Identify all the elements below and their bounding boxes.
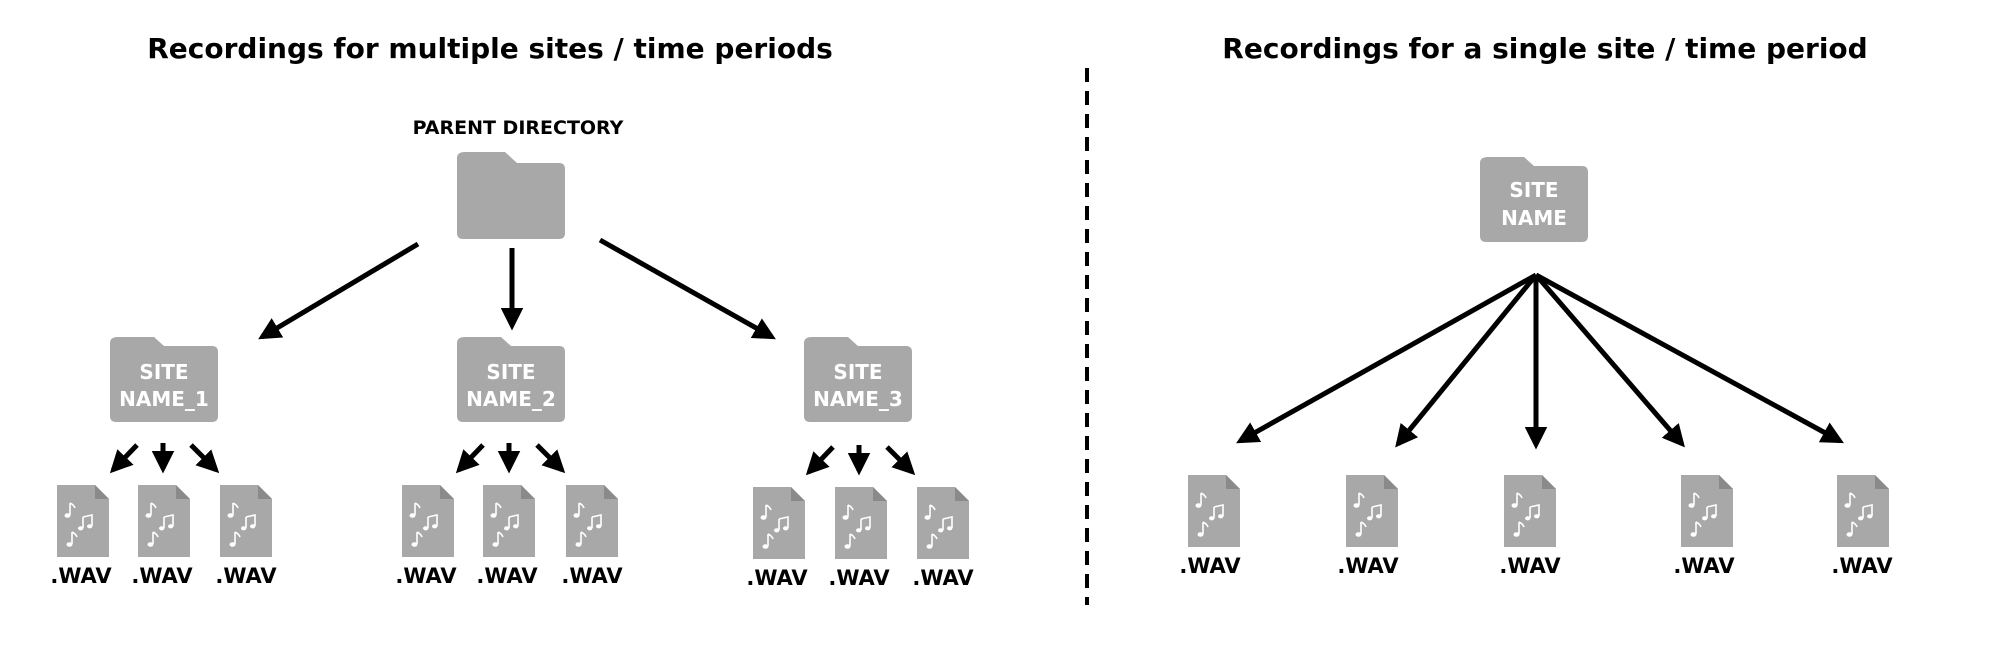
site-folder-icon: SITE NAME_2	[457, 337, 565, 422]
audio-file-icon	[753, 487, 805, 559]
audio-file-icon	[483, 485, 535, 557]
wav-file-label: .WAV	[828, 566, 890, 590]
audio-file-icon	[1346, 475, 1398, 547]
arrow-icon	[189, 443, 220, 474]
audio-file-icon	[1837, 475, 1889, 547]
arrow-icon	[1236, 272, 1538, 444]
right-panel-title: Recordings for a single site / time peri…	[1222, 32, 1867, 65]
arrow-icon	[109, 443, 139, 474]
audio-file-icon	[57, 485, 109, 557]
site-folder-label-line1: SITE	[139, 360, 188, 384]
arrow-icon	[1534, 273, 1685, 448]
site-folder-label-line2: NAME_3	[813, 387, 903, 411]
site-folder-label-line2: NAME_1	[119, 387, 209, 411]
audio-file-icon	[1681, 475, 1733, 547]
parent-folder-icon	[457, 152, 565, 239]
audio-file-icon	[138, 485, 190, 557]
site-folder-icon: SITE NAME_3	[804, 337, 912, 422]
wav-file-label: .WAV	[1499, 554, 1561, 578]
site-folder-label-line2: NAME	[1501, 206, 1567, 230]
wav-file-label: .WAV	[561, 564, 623, 588]
wav-file-label: .WAV	[912, 566, 974, 590]
arrow-icon	[535, 443, 566, 474]
arrow-icon	[885, 445, 916, 476]
wav-file-label: .WAV	[215, 564, 277, 588]
site-folder-icon: SITE NAME_1	[110, 337, 218, 422]
site-folder-icon: SITE NAME	[1480, 157, 1588, 242]
wav-file-label: .WAV	[395, 564, 457, 588]
site-arrows-1	[109, 443, 220, 474]
site-arrows-3	[805, 445, 916, 476]
site-folder-label-line1: SITE	[486, 360, 535, 384]
site-folder-label-line1: SITE	[1509, 178, 1558, 202]
site-folder-label-line2: NAME_2	[466, 387, 556, 411]
wav-file-label: .WAV	[476, 564, 538, 588]
arrow-icon	[1534, 272, 1844, 444]
arrow-icon	[455, 443, 485, 474]
wav-file-label: .WAV	[131, 564, 193, 588]
site-arrows-2	[455, 443, 566, 474]
audio-file-icon	[835, 487, 887, 559]
audio-file-icon	[402, 485, 454, 557]
arrow-icon	[805, 445, 835, 476]
arrow-icon	[598, 237, 776, 340]
left-panel-title: Recordings for multiple sites / time per…	[147, 32, 833, 65]
wav-file-label: .WAV	[50, 564, 112, 588]
wav-file-label: .WAV	[746, 566, 808, 590]
audio-file-icon	[1188, 475, 1240, 547]
site-folder-label-line1: SITE	[833, 360, 882, 384]
audio-file-icon	[566, 485, 618, 557]
arrow-icon	[1395, 273, 1538, 448]
wav-file-label: .WAV	[1179, 554, 1241, 578]
wav-file-label: .WAV	[1831, 554, 1893, 578]
audio-file-icon	[1504, 475, 1556, 547]
wav-file-label: .WAV	[1673, 554, 1735, 578]
audio-file-icon	[220, 485, 272, 557]
audio-file-icon	[917, 487, 969, 559]
parent-directory-label: PARENT DIRECTORY	[413, 117, 624, 139]
arrow-icon	[258, 241, 420, 340]
wav-file-label: .WAV	[1337, 554, 1399, 578]
